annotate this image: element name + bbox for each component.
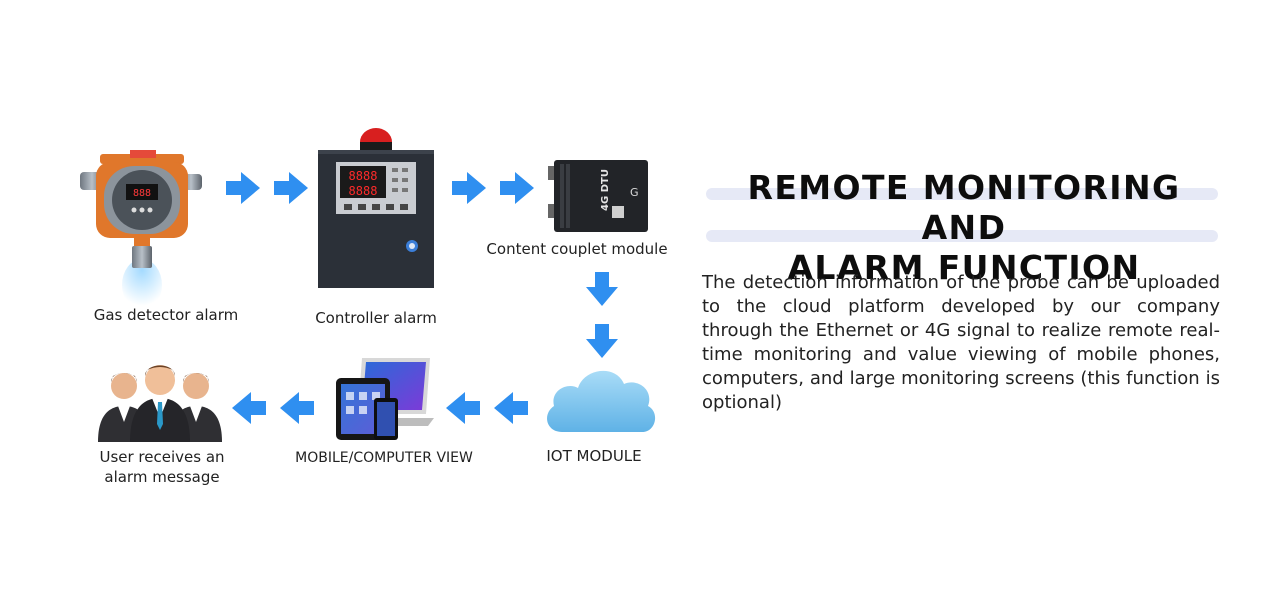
arrow-right-icon [274, 172, 308, 204]
svg-text:888: 888 [133, 188, 151, 199]
dtu-module-image: 4G DTU G [548, 160, 648, 232]
page-title-line2: ALARM FUNCTION [787, 248, 1141, 287]
couplet-module-label: Content couplet module [486, 240, 668, 258]
arrow-down-icon [586, 272, 618, 306]
cloud-icon [547, 370, 656, 432]
mobile-view-label: MOBILE/COMPUTER VIEW [295, 450, 473, 466]
gas-detector-image: 888 [80, 150, 202, 311]
arrow-right-icon [452, 172, 486, 204]
user-receives-label: User receives an alarm message [72, 447, 252, 487]
heading-block: REMOTE MONITORING AND ALARM FUNCTION [706, 168, 1222, 288]
arrow-left-icon [280, 392, 314, 424]
svg-text:8888: 8888 [349, 169, 378, 183]
page-title-line1: REMOTE MONITORING AND [747, 168, 1181, 247]
arrow-down-icon [586, 324, 618, 358]
svg-text:8888: 8888 [349, 184, 378, 198]
controller-label: Controller alarm [315, 309, 437, 327]
iot-module-label: IOT MODULE [546, 447, 642, 465]
dtu-label: 4G DTU [600, 169, 611, 211]
arrow-left-icon [494, 392, 528, 424]
arrow-right-icon [500, 172, 534, 204]
description-text: The detection information of the probe c… [702, 272, 1220, 413]
user-label-line2: alarm message [104, 468, 220, 486]
title-underline-bar [706, 188, 1218, 200]
controller-image: 8888 8888 [318, 128, 434, 288]
users-icon [98, 365, 222, 442]
svg-text:G: G [630, 186, 639, 199]
gas-detector-label: Gas detector alarm [93, 306, 239, 324]
user-label-line1: User receives an [99, 448, 225, 466]
arrow-left-icon [446, 392, 480, 424]
title-underline-bar [706, 230, 1218, 242]
mobile-computer-image [336, 358, 434, 440]
arrow-right-icon [226, 172, 260, 204]
arrow-left-icon [232, 392, 266, 424]
